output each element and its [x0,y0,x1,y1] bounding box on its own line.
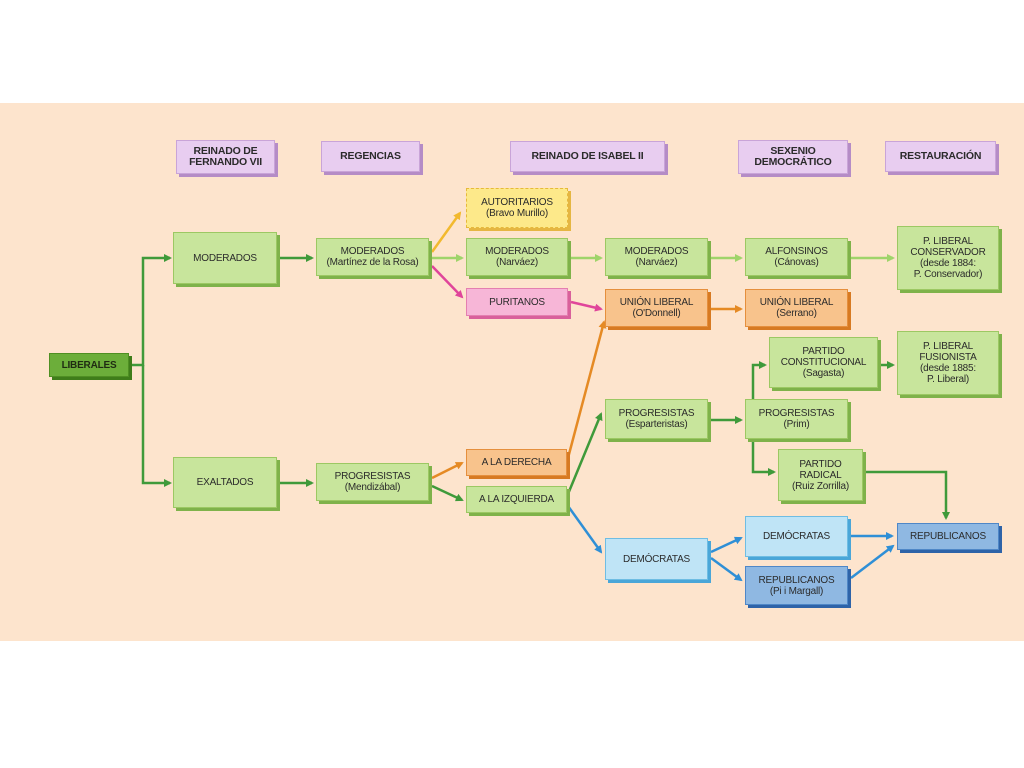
node-text: MODERADOS [485,246,549,257]
node-autoritarios: AUTORITARIOS (Bravo Murillo) [466,188,568,228]
node-text: (Martínez de la Rosa) [326,257,419,268]
node-text: PARTIDO [802,346,845,357]
header-line: REINADO DE [193,145,258,157]
header-line: REINADO DE ISABEL II [531,150,644,162]
node-alfonsinos: ALFONSINOS (Cánovas) [745,238,848,276]
node-progresistas-esparteristas: PROGRESISTAS (Esparteristas) [605,399,708,439]
node-text: (O'Donnell) [632,308,681,319]
node-text: (Narváez) [635,257,678,268]
node-text: P. Liberal) [926,374,970,385]
node-text: DEMÓCRATAS [622,553,691,565]
node-text: EXALTADOS [196,477,254,488]
header-regencias: REGENCIAS [321,141,420,172]
node-text: (Sagasta) [802,368,845,379]
node-text: CONSERVADOR [910,247,986,258]
header-line: RESTAURACIÓN [899,150,982,162]
node-text: PROGRESISTAS [618,408,695,419]
node-moderados-martinez: MODERADOS (Martínez de la Rosa) [316,238,429,276]
node-text: RADICAL [799,469,842,481]
node-text: (Cánovas) [774,257,819,268]
node-text: PARTIDO [799,458,842,470]
node-union-liberal-odonnell: UNIÓN LIBERAL (O'Donnell) [605,289,708,327]
node-a-la-derecha: A LA DERECHA [466,449,567,476]
node-p-liberal-fusionista: P. LIBERAL FUSIONISTA (desde 1885: P. Li… [897,331,999,395]
node-a-la-izquierda: A LA IZQUIERDA [466,486,567,513]
header-reinado-fernando: REINADO DE FERNANDO VII [176,140,275,174]
node-republicanos: REPUBLICANOS [897,523,999,550]
node-text: DEMÓCRATAS [762,531,831,542]
node-text: LIBERALES [61,359,117,371]
node-union-liberal-serrano: UNIÓN LIBERAL (Serrano) [745,289,848,327]
node-text: (Mendizábal) [344,482,401,493]
node-partido-constitucional: PARTIDO CONSTITUCIONAL (Sagasta) [769,337,878,388]
node-text: (Esparteristas) [625,419,688,430]
node-progresistas-prim: PROGRESISTAS (Prim) [745,399,848,439]
node-partido-radical: PARTIDO RADICAL (Ruiz Zorrilla) [778,449,863,501]
node-exaltados: EXALTADOS [173,457,277,508]
node-text: MODERADOS [193,252,257,264]
node-republicanos-pi: REPUBLICANOS (Pi i Margall) [745,566,848,605]
node-text: A LA IZQUIERDA [478,494,554,505]
node-text: REPUBLICANOS [910,531,986,542]
node-p-liberal-conservador: P. LIBERAL CONSERVADOR (desde 1884: P. C… [897,226,999,290]
node-text: (Serrano) [776,308,817,319]
node-text: REPUBLICANOS [758,574,835,586]
header-sexenio: SEXENIO DEMOCRÁTICO [738,140,848,174]
node-text: FUSIONISTA [919,352,977,363]
node-text: PURITANOS [489,296,545,308]
node-progresistas-mendizabal: PROGRESISTAS (Mendizábal) [316,463,429,501]
header-line: FERNANDO VII [189,156,262,168]
node-text: P. LIBERAL [922,341,974,352]
node-puritanos: PURITANOS [466,288,568,316]
header-line: REGENCIAS [340,150,401,162]
node-moderados-narvaez-2: MODERADOS (Narváez) [605,238,708,276]
node-text: A LA DERECHA [481,457,552,468]
header-restauracion: RESTAURACIÓN [885,141,996,172]
node-text: UNIÓN LIBERAL [759,297,834,308]
header-line: SEXENIO [770,145,816,157]
node-text: (desde 1884: [920,258,976,269]
node-text: P. LIBERAL [922,236,974,247]
node-text: (Ruiz Zorrilla) [791,480,849,492]
node-text: (Bravo Murillo) [485,208,548,219]
header-reinado-isabel: REINADO DE ISABEL II [510,141,665,172]
node-text: ALFONSINOS [765,246,828,257]
node-text: (Pi i Margall) [769,585,824,597]
node-moderados-narvaez-1: MODERADOS (Narváez) [466,238,568,276]
node-moderados: MODERADOS [173,232,277,284]
node-liberales: LIBERALES [49,353,129,377]
node-text: (Prim) [783,419,810,430]
node-text: AUTORITARIOS [481,197,553,208]
node-text: PROGRESISTAS [758,408,835,419]
node-text: CONSTITUCIONAL [780,357,867,368]
header-line: DEMOCRÁTICO [754,156,832,168]
node-democratas-isabel: DEMÓCRATAS [605,538,708,580]
node-text: MODERADOS [624,246,689,257]
node-text: (Narváez) [495,257,539,268]
node-democratas-sexenio: DEMÓCRATAS [745,516,848,557]
node-text: (desde 1885: [920,363,976,374]
node-text: MODERADOS [340,246,405,257]
node-text: UNIÓN LIBERAL [619,297,694,308]
node-text: P. Conservador) [913,269,983,280]
node-text: PROGRESISTAS [334,471,411,482]
